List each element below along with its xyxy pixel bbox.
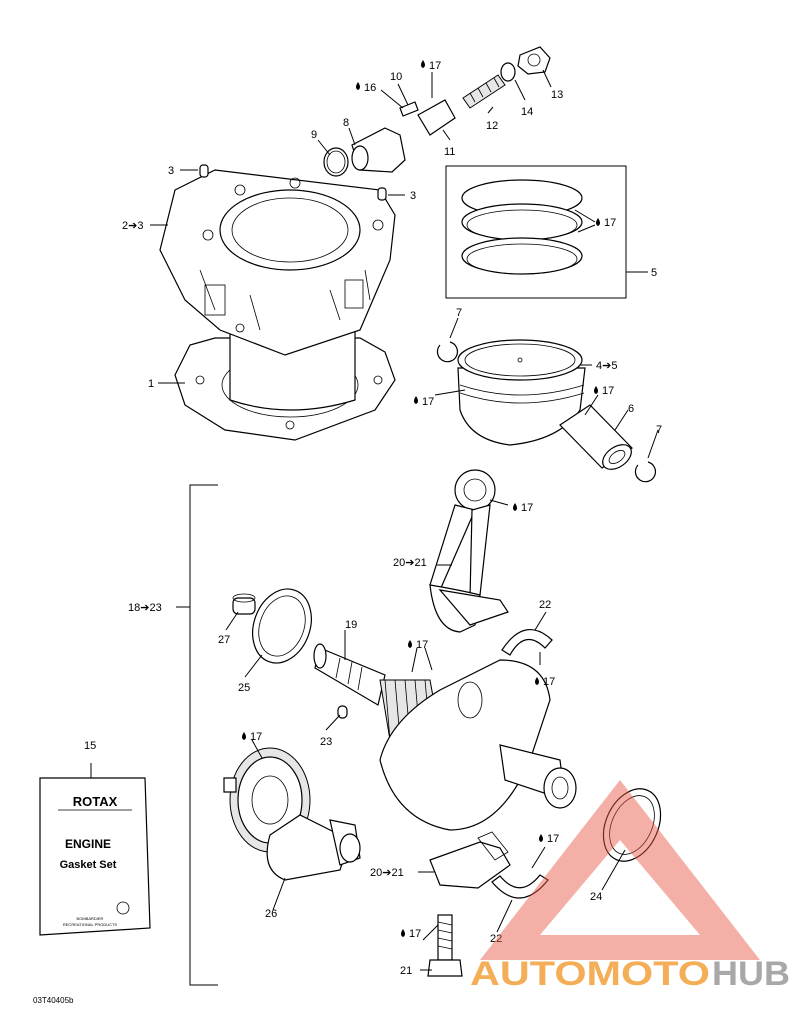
oil-drop-icon — [513, 503, 517, 511]
gasket-set-title: ENGINE — [65, 837, 111, 851]
woodruff-key — [337, 705, 348, 719]
bombardier-logo-icon — [116, 901, 130, 915]
chain-tensioner-assembly — [323, 46, 551, 177]
automotohub-watermark: AUTOMOTO HUB — [470, 780, 790, 993]
callout-10: 10 — [390, 71, 402, 83]
callout-27: 27 — [218, 634, 230, 646]
callout-17: 17 — [521, 502, 533, 514]
oil-drop-icon — [242, 732, 246, 740]
gasket-set-footer-2: RECREATIONAL PRODUCTS — [63, 922, 118, 927]
diagram-code: 03T40405b — [33, 996, 74, 1005]
oil-drop-icon — [539, 834, 543, 842]
bracket-18-23 — [176, 484, 218, 986]
piston-pin — [559, 404, 633, 470]
callout-7: 7 — [656, 424, 662, 436]
callout-16: 16 — [364, 82, 376, 94]
callout-25: 25 — [238, 682, 250, 694]
bearing-shells — [491, 629, 553, 899]
watermark-triangle-icon — [480, 780, 760, 960]
rod-bearing-cap — [429, 831, 511, 889]
leader-lines — [150, 69, 659, 971]
callout-26: 26 — [265, 908, 277, 920]
gasket-set-brand: ROTAX — [73, 794, 118, 809]
callout-7: 7 — [456, 307, 462, 319]
crankshaft — [313, 643, 577, 831]
callout-17: 17 — [409, 928, 421, 940]
callout-23: 23 — [320, 736, 332, 748]
callout-14: 14 — [521, 106, 533, 118]
callout-19: 19 — [345, 619, 357, 631]
oil-drop-icons — [242, 60, 600, 937]
oil-drop-icon — [596, 218, 600, 226]
callout-17: 17 — [416, 639, 428, 651]
callout-17: 17 — [250, 731, 262, 743]
o-ring-24 — [602, 788, 662, 862]
oil-drop-icon — [408, 640, 412, 648]
callout-17: 17 — [429, 60, 441, 72]
watermark-word-gray: HUB — [712, 955, 790, 993]
callout-6: 6 — [628, 403, 634, 415]
callout-11: 11 — [444, 146, 455, 158]
callout-1: 1 — [148, 378, 154, 390]
piston-rings-box — [445, 165, 648, 299]
circlips — [436, 341, 657, 483]
callout-20-21: 20➔21 — [393, 557, 427, 569]
callout-17: 17 — [604, 217, 616, 229]
callout-17: 17 — [543, 676, 555, 688]
balance-shaft — [223, 747, 361, 881]
callout-17: 17 — [602, 385, 614, 397]
callout-4-5: 4➔5 — [596, 360, 617, 372]
callout-18-23: 18➔23 — [128, 602, 162, 614]
oil-drop-icon — [356, 82, 360, 90]
gasket-set-package: ROTAX ENGINE Gasket Set BOMBARDIER RECRE… — [39, 763, 151, 936]
oil-drop-icon — [535, 677, 539, 685]
callout-20-21: 20➔21 — [370, 867, 404, 879]
oil-drop-icon — [421, 60, 425, 68]
callout-22: 22 — [539, 599, 551, 611]
callout-3: 3 — [168, 165, 174, 177]
plug — [232, 593, 256, 615]
dowel-pins — [199, 164, 387, 201]
oil-drop-icon — [414, 396, 418, 404]
watermark-word-orange: AUTOMOTO — [470, 955, 710, 993]
gasket-set-footer-1: BOMBARDIER — [77, 916, 104, 921]
bolt-21 — [427, 914, 463, 977]
callout-3: 3 — [410, 190, 416, 202]
callout-24: 24 — [590, 891, 602, 903]
callout-22: 22 — [490, 933, 502, 945]
callout-2-3: 2➔3 — [122, 220, 143, 232]
connecting-rod — [429, 469, 509, 633]
callout-12: 12 — [486, 120, 498, 132]
callout-21: 21 — [400, 965, 412, 977]
oil-drop-icon — [401, 929, 405, 937]
callout-17: 17 — [422, 396, 434, 408]
callout-17: 17 — [547, 833, 559, 845]
callout-5: 5 — [651, 267, 657, 279]
piston — [457, 339, 586, 446]
callout-labels: 1 2➔3 3 3 9 8 16 10 17 11 12 14 13 17 5 … — [84, 60, 662, 977]
callout-8: 8 — [343, 117, 349, 129]
callout-9: 9 — [311, 129, 317, 141]
gasket-set-subtitle: Gasket Set — [60, 859, 117, 871]
callout-13: 13 — [551, 89, 563, 101]
callout-15: 15 — [84, 740, 96, 752]
o-ring-25 — [252, 588, 312, 664]
oil-drop-icon — [594, 386, 598, 394]
